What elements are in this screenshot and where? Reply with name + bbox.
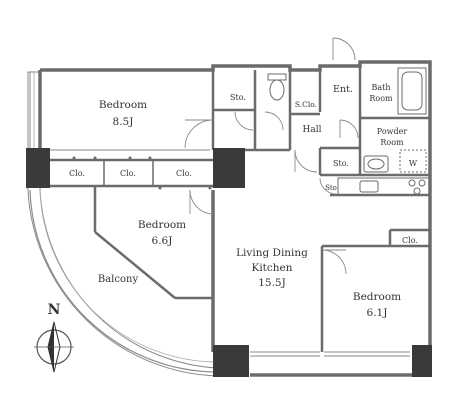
washer-pan — [399, 149, 427, 173]
closet-right-label: Clo. — [402, 236, 418, 245]
sink — [363, 155, 389, 173]
bathtub — [397, 67, 427, 115]
hall-label: Hall — [303, 125, 322, 135]
powder-line2: Room — [380, 138, 404, 147]
bedroom-b-size: 6.6J — [152, 235, 173, 247]
bedroom-c-size: 6.1J — [367, 307, 388, 319]
doors — [184, 37, 359, 275]
bedroom-c-name: Bedroom — [353, 291, 401, 303]
closet-dividers — [103, 160, 154, 186]
ldk-line2: Kitchen — [251, 262, 292, 274]
closet-1-label: Clo. — [69, 169, 85, 178]
windows — [50, 149, 410, 357]
bedroom-a-size: 8.5J — [113, 116, 134, 128]
balcony-label: Balcony — [98, 274, 139, 285]
closet-3-label: Clo. — [176, 169, 192, 178]
storage-mid-label: Sto. — [333, 159, 349, 168]
entrance-label: Ent. — [333, 84, 353, 95]
fixtures — [72, 67, 431, 196]
shoe-closet-label: S.Clo. — [295, 100, 317, 109]
powder-line1: Powder — [377, 127, 408, 136]
bath-line1: Bath — [371, 83, 390, 92]
room-labels: Bedroom 8.5J Bedroom 6.6J Living Dining … — [69, 83, 418, 319]
compass-icon — [34, 321, 74, 373]
bedroom-a-name: Bedroom — [99, 99, 147, 111]
bedroom-b-name: Bedroom — [138, 219, 186, 231]
storage-top-label: Sto. — [230, 93, 246, 102]
compass: N — [34, 302, 74, 373]
hanging-pipe-markers — [72, 156, 212, 190]
pillars — [26, 148, 432, 377]
storage-small-label: Sto — [325, 184, 337, 192]
bath-line2: Room — [369, 94, 393, 103]
ldk-line1: Living Dining — [236, 247, 308, 259]
ldk-size: 15.5J — [258, 277, 286, 289]
closet-2-label: Clo. — [120, 169, 136, 178]
washer-label: W — [409, 159, 418, 168]
compass-north-label: N — [48, 302, 61, 318]
toilet — [267, 73, 287, 101]
kitchen-counter — [337, 177, 431, 196]
